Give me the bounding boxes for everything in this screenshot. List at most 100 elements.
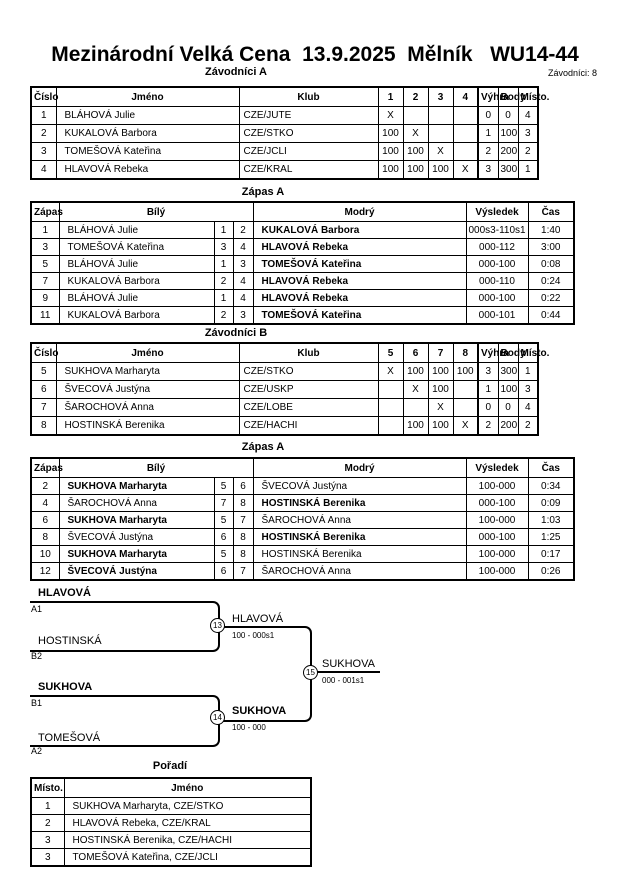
cell-cas: 1:25 [527, 528, 575, 546]
cell-misto: 2 [517, 142, 539, 161]
cell-jmeno: ŠVECOVÁ Justýna [55, 380, 240, 399]
cell-cislo: 8 [30, 416, 57, 436]
cell-vysledek: 000-100 [465, 289, 529, 307]
col-header-jmeno: Jméno [63, 777, 312, 798]
cell-cas: 1:40 [527, 221, 575, 239]
cell-jmeno: HOSTINSKÁ Berenika [55, 416, 240, 436]
col-header-cislo: Číslo [30, 342, 58, 363]
cell-vysledek: 000-100 [465, 255, 529, 273]
cell-n1: 1 [213, 221, 234, 239]
bracket-winner-line-final [310, 671, 380, 673]
cell-zapas: 11 [30, 306, 60, 325]
cell-body: 200 [497, 416, 519, 436]
cell-cells-1 [402, 398, 429, 417]
cell-cas: 0:26 [527, 562, 575, 581]
cell-bily: ŠVECOVÁ Justýna [58, 562, 215, 581]
cell-misto: 4 [517, 398, 539, 417]
cell-cas: 0:24 [527, 272, 575, 290]
bracket-winner-name: SUKHOVA [232, 705, 287, 717]
header-row: Zápas Bílý Modrý Výsledek Čas [30, 201, 575, 222]
cell-bily: BLÁHOVÁ Julie [58, 289, 215, 307]
cell-vysledek: 000-112 [465, 238, 529, 256]
cell-modry: ŠAROCHOVÁ Anna [252, 562, 467, 581]
cell-misto: 2 [517, 416, 539, 436]
pool-a-heading: Závodníci A [205, 66, 267, 78]
cell-cells-1: 100 [402, 142, 429, 161]
cell-vysledek: 000-100 [465, 528, 529, 546]
cell-modry: HOSTINSKÁ Berenika [252, 494, 467, 512]
cell-vysledek: 000s3-110s1 [465, 221, 529, 239]
cell-cells-1: X [402, 380, 429, 399]
matches-a-heading: Zápas A [241, 186, 285, 198]
cell-cells-0: X [377, 362, 404, 381]
cell-n1: 5 [213, 545, 234, 563]
cell-modry: HOSTINSKÁ Berenika [252, 545, 467, 563]
cell-vyhra: 2 [477, 142, 499, 161]
cell-jmeno: TOMEŠOVÁ Kateřina, CZE/JCLI [63, 848, 312, 867]
col-header-8: 8 [452, 342, 479, 363]
cell-n1: 2 [213, 272, 234, 290]
cell-jmeno: HOSTINSKÁ Berenika, CZE/HACHI [63, 831, 312, 849]
cell-misto: 1 [517, 362, 539, 381]
col-header-4: 4 [452, 86, 479, 107]
cell-vyhra: 1 [477, 380, 499, 399]
col-header-jmeno: Jméno [55, 86, 240, 107]
cell-n2: 8 [232, 528, 254, 546]
bracket-slot-name: SUKHOVA [38, 681, 93, 693]
cell-modry: HOSTINSKÁ Berenika [252, 528, 467, 546]
cell-jmeno: KUKALOVÁ Barbora [55, 124, 240, 143]
cell-cas: 0:44 [527, 306, 575, 325]
cell-cislo: 6 [30, 380, 57, 399]
cell-klub: CZE/STKO [238, 362, 379, 381]
cell-cas: 3:00 [527, 238, 575, 256]
cell-jmeno: SUKHOVA Marharyta, CZE/STKO [63, 797, 312, 815]
col-header-vyhra: Výhra [477, 342, 509, 363]
cell-cells-3: 100 [452, 362, 479, 381]
cell-body: 100 [497, 380, 519, 399]
cell-cells-3: X [452, 416, 479, 436]
header-row: Číslo Jméno Klub 5 6 7 8 Výhra Body Míst… [30, 342, 549, 363]
cell-cells-0 [377, 380, 404, 399]
cell-n1: 5 [213, 477, 234, 495]
cell-modry: HLAVOVÁ Rebeka [252, 238, 467, 256]
col-header-6: 6 [402, 342, 429, 363]
cell-n2: 4 [232, 272, 254, 290]
bracket-slot-name: HOSTINSKÁ [38, 635, 102, 647]
cell-body: 300 [497, 362, 519, 381]
cell-cells-1: 100 [402, 416, 429, 436]
cell-bily: KUKALOVÁ Barbora [58, 306, 215, 325]
col-header-5: 5 [377, 342, 404, 363]
cell-n1: 7 [213, 494, 234, 512]
cell-jmeno: HLAVOVÁ Rebeka [55, 160, 240, 180]
bracket-match-circle: 15 [303, 665, 318, 680]
cell-modry: TOMEŠOVÁ Kateřina [252, 255, 467, 273]
cell-modry: TOMEŠOVÁ Kateřina [252, 306, 467, 325]
competitors-count: Závodníci: 8 [547, 68, 597, 78]
col-header-jmeno: Jméno [55, 342, 240, 363]
cell-zapas: 1 [30, 221, 60, 239]
bracket-pair-2 [30, 695, 220, 747]
cell-bily: SUKHOVA Marharyta [58, 545, 215, 563]
cell-n1: 5 [213, 511, 234, 529]
cell-klub: CZE/LOBE [238, 398, 379, 417]
cell-cells-0 [377, 416, 404, 436]
col-header-vysledek: Výsledek [465, 201, 529, 222]
cell-jmeno: HLAVOVÁ Rebeka, CZE/KRAL [63, 814, 312, 832]
cell-bily: ŠVECOVÁ Justýna [58, 528, 215, 546]
cell-zapas: 8 [30, 528, 60, 546]
cell-modry: HLAVOVÁ Rebeka [252, 289, 467, 307]
cell-n2: 2 [232, 221, 254, 239]
